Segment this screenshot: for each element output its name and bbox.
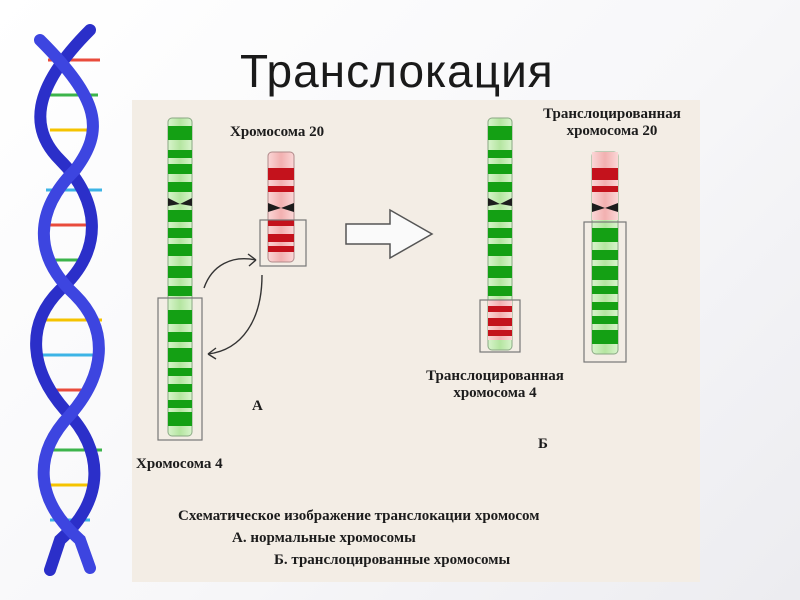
transition-arrow — [345, 208, 434, 260]
translocated-chromosome-4 — [479, 117, 521, 353]
dna-helix-image — [30, 24, 105, 576]
label-chromosome-4: Хромосома 4 — [136, 456, 223, 472]
label-translocated-20: Транслоцированная хромосома 20 — [520, 106, 704, 140]
chromosome-4 — [157, 117, 203, 441]
slide-title: Транслокация — [240, 45, 554, 97]
chromosome-20 — [259, 151, 307, 267]
translocation-diagram — [157, 117, 627, 441]
label-translocated-20-line1: Транслоцированная — [543, 106, 681, 122]
caption-line3: Б. транслоцированные хромосомы — [274, 552, 511, 568]
label-part-b: Б — [538, 436, 548, 452]
diagram-panel: Хромосома 20 Хромосома 4 Транслоцированн… — [132, 100, 700, 582]
translocated-chromosome-20 — [583, 151, 627, 363]
label-part-a: А — [252, 398, 263, 414]
label-translocated-20-line2: хромосома 20 — [566, 123, 658, 139]
caption-line1: Схематическое изображение транслокации х… — [178, 508, 540, 524]
label-chromosome-20: Хромосома 20 — [230, 124, 325, 140]
caption-line2: А. нормальные хромосомы — [232, 530, 416, 546]
label-translocated-4-line1: Транслоцированная — [426, 368, 564, 384]
label-translocated-4-line2: хромосома 4 — [453, 385, 537, 401]
exchange-arrows — [203, 253, 263, 360]
label-translocated-4: Транслоцированная хромосома 4 — [400, 368, 590, 402]
